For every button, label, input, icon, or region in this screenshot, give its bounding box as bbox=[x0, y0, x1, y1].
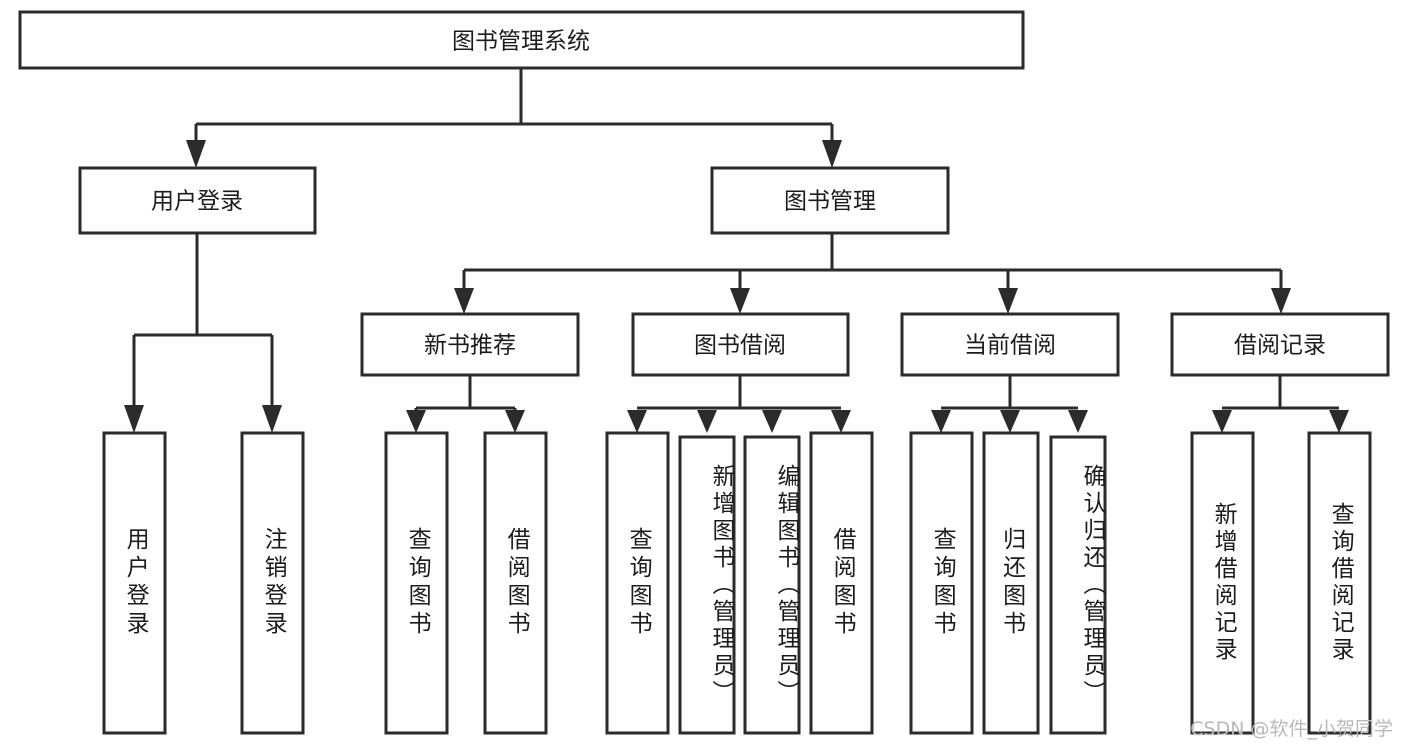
node-book-management-label: 图书管理 bbox=[784, 189, 876, 215]
leaf-box-return-book[interactable] bbox=[982, 431, 1040, 735]
leaf-box-query-book-3[interactable] bbox=[909, 431, 974, 735]
node-book-management[interactable] bbox=[710, 166, 950, 235]
connector-bookmgmt-to-level3 bbox=[454, 233, 1291, 314]
node-root[interactable] bbox=[18, 10, 1025, 70]
node-current-borrow[interactable] bbox=[900, 312, 1120, 377]
connector-currentborrow-to-leaves bbox=[931, 375, 1088, 433]
node-book-borrow-label: 图书借阅 bbox=[694, 333, 786, 359]
node-root-label: 图书管理系统 bbox=[452, 29, 590, 55]
leaf-box-edit-book[interactable] bbox=[743, 435, 801, 735]
leaf-box-query-book-1[interactable] bbox=[384, 431, 449, 735]
leaf-box-borrow-book-2[interactable] bbox=[809, 431, 874, 735]
node-book-borrow[interactable] bbox=[631, 312, 850, 377]
connector-root-to-level2 bbox=[186, 68, 842, 168]
node-current-borrow-label: 当前借阅 bbox=[964, 333, 1056, 359]
connector-bookborrow-to-leaves bbox=[627, 375, 851, 433]
node-user-login-label: 用户登录 bbox=[151, 189, 243, 215]
leaf-box-confirm-return[interactable] bbox=[1049, 435, 1107, 735]
leaf-box-user-logout[interactable] bbox=[240, 431, 305, 735]
node-user-login[interactable] bbox=[78, 166, 317, 235]
leaf-box-query-record[interactable] bbox=[1307, 431, 1372, 735]
watermark-text: CSDN @软件_小贺同学 bbox=[1190, 718, 1393, 740]
node-new-book-recommend[interactable] bbox=[360, 312, 580, 377]
leaf-box-add-record[interactable] bbox=[1190, 431, 1255, 735]
leaf-box-borrow-book-1[interactable] bbox=[483, 431, 548, 735]
leaf-box-query-book-2[interactable] bbox=[605, 431, 670, 735]
node-borrow-record[interactable] bbox=[1170, 312, 1390, 377]
node-new-book-recommend-label: 新书推荐 bbox=[424, 333, 516, 359]
leaf-box-add-book[interactable] bbox=[678, 435, 736, 735]
connector-newbook-to-leaves bbox=[406, 375, 525, 433]
connector-userlogin-to-leaves bbox=[124, 233, 282, 433]
leaf-box-user-login[interactable] bbox=[102, 431, 167, 735]
node-borrow-record-label: 借阅记录 bbox=[1234, 333, 1326, 359]
connector-borrowrecord-to-leaves bbox=[1212, 375, 1349, 433]
